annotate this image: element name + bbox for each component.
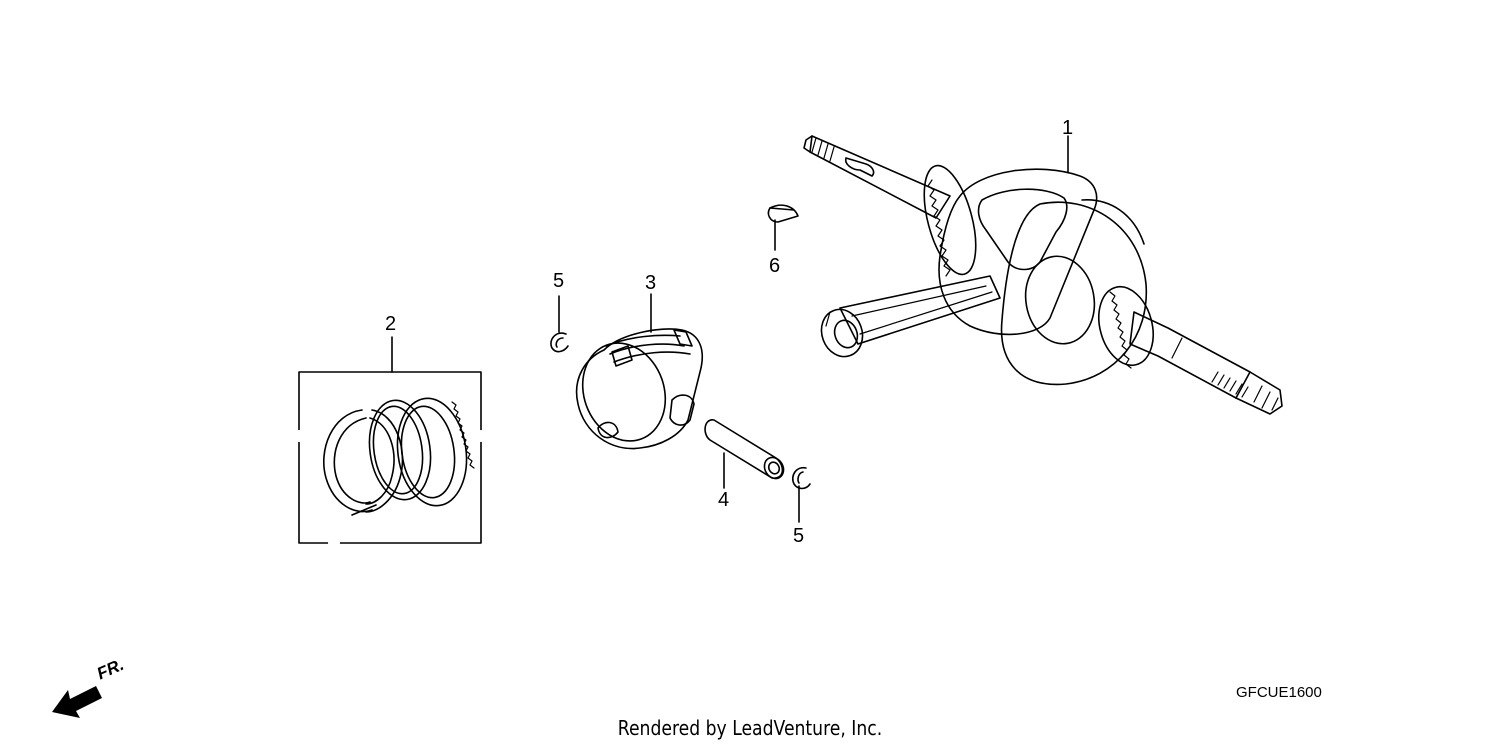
woodruff-key[interactable] bbox=[768, 205, 798, 222]
piston[interactable] bbox=[569, 329, 702, 453]
render-credit: Rendered by LeadVenture, Inc. bbox=[617, 716, 883, 740]
ring-set-frame bbox=[299, 372, 481, 543]
piston-ring-set[interactable] bbox=[299, 372, 481, 543]
callout-2[interactable]: 2 bbox=[385, 313, 397, 335]
arrow-front-icon bbox=[52, 686, 102, 718]
callout-6[interactable]: 6 bbox=[769, 255, 781, 277]
callout-4[interactable]: 4 bbox=[718, 489, 730, 511]
diagram-code: GFCUE1600 bbox=[1236, 684, 1322, 701]
piston-pin-clip-right[interactable] bbox=[793, 468, 810, 489]
callout-5-right[interactable]: 5 bbox=[793, 525, 805, 547]
piston-pin[interactable] bbox=[705, 420, 787, 482]
callout-3[interactable]: 3 bbox=[645, 272, 657, 294]
callout-5-left[interactable]: 5 bbox=[553, 270, 565, 292]
piston-pin-clip-left[interactable] bbox=[551, 333, 568, 352]
crankshaft-assembly[interactable] bbox=[804, 136, 1282, 414]
callout-1[interactable]: 1 bbox=[1062, 117, 1074, 139]
